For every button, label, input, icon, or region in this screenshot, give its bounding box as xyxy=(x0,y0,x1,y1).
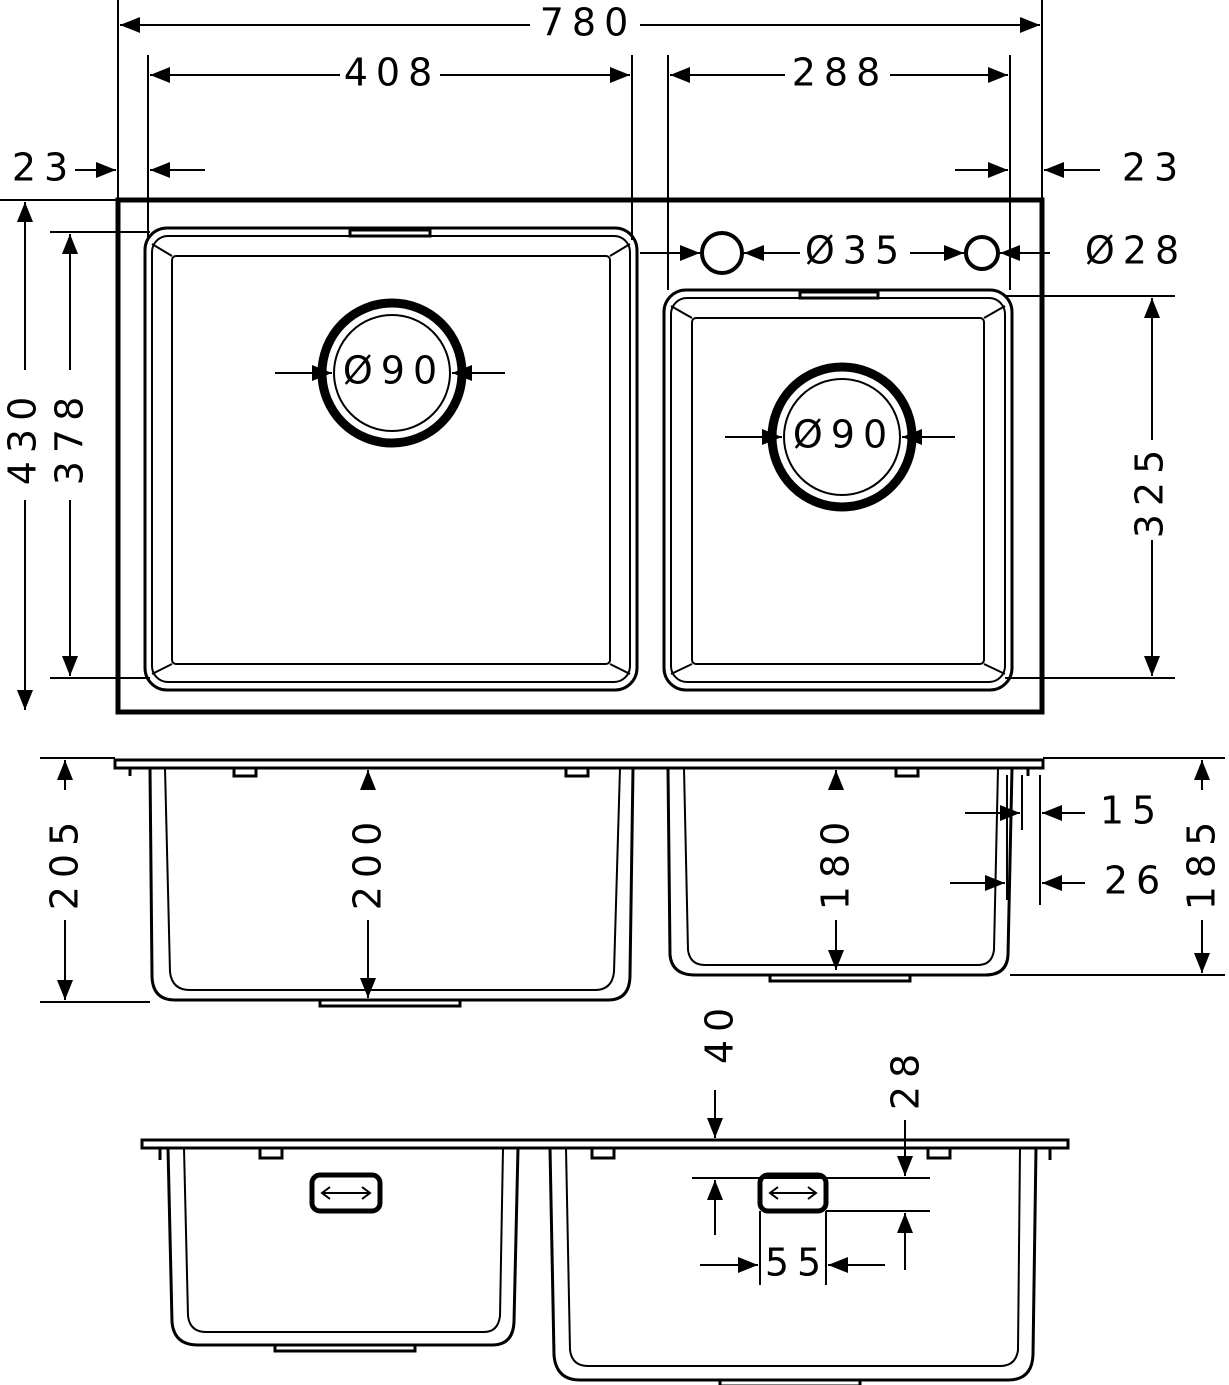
dim-408: 408 xyxy=(344,51,441,95)
dim-accessory-hole: Ø28 xyxy=(1085,229,1187,273)
dim-23-right: 23 xyxy=(1122,146,1186,190)
dim-28: 28 xyxy=(884,1046,928,1110)
dim-378: 378 xyxy=(48,389,92,486)
dim-26: 26 xyxy=(1104,859,1168,903)
front-view xyxy=(140,1138,1070,1385)
dimension-labels: 780 408 288 23 23 Ø35 Ø28 Ø90 Ø90 430 37… xyxy=(1,1,1187,539)
dim-15: 15 xyxy=(1100,789,1164,833)
dim-tap-hole: Ø35 xyxy=(805,229,907,273)
right-overflow xyxy=(757,1172,829,1214)
dim-205: 205 xyxy=(43,814,87,911)
dim-780: 780 xyxy=(540,1,637,45)
tap-hole xyxy=(700,231,744,275)
dim-23-left: 23 xyxy=(12,146,76,190)
dim-325: 325 xyxy=(1128,442,1172,539)
dim-430: 430 xyxy=(1,389,45,486)
dim-288: 288 xyxy=(792,51,889,95)
accessory-hole xyxy=(964,235,1000,271)
right-bowl-rim xyxy=(662,288,1014,692)
left-bowl-rim xyxy=(143,226,639,692)
top-view xyxy=(115,197,1045,715)
dim-200: 200 xyxy=(346,814,390,911)
dim-55: 55 xyxy=(765,1241,829,1285)
dim-185: 185 xyxy=(1180,814,1224,911)
dim-40: 40 xyxy=(698,1000,742,1064)
dim-180: 180 xyxy=(814,814,858,911)
sink-outline xyxy=(115,197,1045,715)
dim-right-drain: Ø90 xyxy=(793,413,895,457)
dim-left-drain: Ø90 xyxy=(343,349,445,393)
left-overflow xyxy=(309,1172,383,1214)
side-view xyxy=(113,758,1045,1008)
